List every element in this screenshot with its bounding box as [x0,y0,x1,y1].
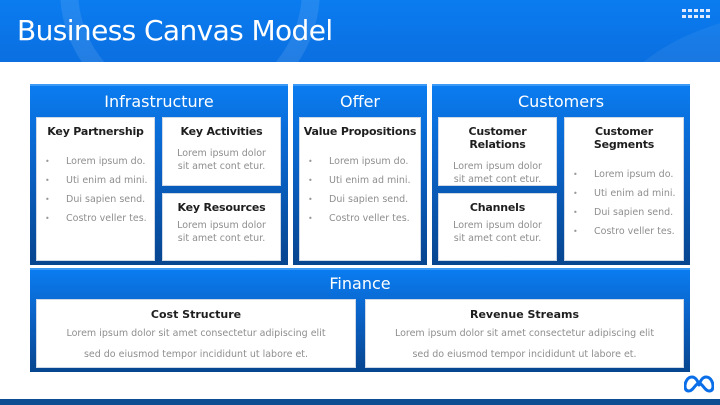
text-line: sit amet cont etur. [453,233,542,244]
cost-structure-card: Cost Structure Lorem ipsum dolor sit ame… [36,299,356,368]
footer-bar [0,399,720,405]
text-line: Lorem ipsum dolor [177,148,266,159]
text-line: sit amet cont etur. [177,161,266,172]
key-activities-card: Key Activities Lorem ipsum dolor sit ame… [162,117,281,186]
key-activities-text: Lorem ipsum dolor sit amet cont etur. [163,147,280,173]
key-activities-title: Key Activities [180,125,263,138]
text-line: sed do eiusmod tempor incididunt ut labo… [412,349,637,360]
key-partnership-list: Lorem ipsum do. Uti enim ad mini. Dui sa… [37,152,154,228]
text-line: sit amet cont etur. [177,233,266,244]
finance-panel: Finance Cost Structure Lorem ipsum dolor… [30,268,690,372]
list-item: Lorem ipsum do. [45,152,154,171]
text-line: Lorem ipsum dolor [453,161,542,172]
customers-title: Customers [517,92,605,111]
customer-segments-title: Customer Segments [593,125,655,151]
meta-infinity-logo-icon [684,375,714,393]
cost-structure-title: Cost Structure [150,308,242,321]
text-line: Lorem ipsum dolor sit amet consectetur a… [394,328,655,339]
decorative-arc [590,12,720,62]
key-partnership-card: Key Partnership Lorem ipsum do. Uti enim… [36,117,155,261]
text-line: Lorem ipsum dolor sit amet consectetur a… [66,328,326,339]
list-item: Costro veller tes. [45,209,154,228]
finance-title: Finance [329,274,391,293]
list-item: Dui sapien send. [308,190,420,209]
text-line: Lorem ipsum dolor [177,220,266,231]
list-item: Costro veller tes. [573,222,683,241]
cost-structure-text: Lorem ipsum dolor sit amet consectetur a… [37,323,355,365]
list-item: Costro veller tes. [308,209,420,228]
header-banner: Business Canvas Model [0,0,720,62]
key-resources-title: Key Resources [177,201,266,214]
list-item: Dui sapien send. [573,203,683,222]
list-item: Dui sapien send. [45,190,154,209]
customer-relations-text: Lorem ipsum dolor sit amet cont etur. [439,160,556,186]
offer-title: Offer [339,92,381,111]
list-item: Uti enim ad mini. [45,171,154,190]
customer-relations-card: Customer Relations Lorem ipsum dolor sit… [438,117,557,186]
infrastructure-panel: Infrastructure Key Partnership Lorem ips… [30,84,288,265]
value-propositions-list: Lorem ipsum do. Uti enim ad mini. Dui sa… [300,152,420,228]
revenue-streams-text: Lorem ipsum dolor sit amet consectetur a… [366,323,683,365]
page-title: Business Canvas Model [17,14,333,47]
text-line: sed do eiusmod tempor incididunt ut labo… [83,349,309,360]
list-item: Lorem ipsum do. [573,165,683,184]
key-resources-text: Lorem ipsum dolor sit amet cont etur. [163,219,280,245]
key-partnership-title: Key Partnership [47,125,144,138]
list-item: Uti enim ad mini. [573,184,683,203]
customer-segments-list: Lorem ipsum do. Uti enim ad mini. Dui sa… [565,165,683,241]
customer-relations-title: Customer Relations [468,125,527,151]
revenue-streams-title: Revenue Streams [469,308,579,321]
value-propositions-title: Value Propositions [303,125,417,138]
text-line: Lorem ipsum dolor [453,220,542,231]
channels-card: Channels Lorem ipsum dolor sit amet cont… [438,193,557,261]
key-resources-card: Key Resources Lorem ipsum dolor sit amet… [162,193,281,261]
channels-title: Channels [469,201,526,214]
customer-segments-card: Customer Segments Lorem ipsum do. Uti en… [564,117,684,261]
channels-text: Lorem ipsum dolor sit amet cont etur. [439,219,556,245]
value-propositions-card: Value Propositions Lorem ipsum do. Uti e… [299,117,421,261]
list-item: Lorem ipsum do. [308,152,420,171]
text-line: sit amet cont etur. [453,174,542,185]
infrastructure-title: Infrastructure [104,92,214,111]
grid-dots-icon [682,9,712,19]
customers-panel: Customers Customer Relations Lorem ipsum… [432,84,690,265]
revenue-streams-card: Revenue Streams Lorem ipsum dolor sit am… [365,299,684,368]
offer-panel: Offer Value Propositions Lorem ipsum do.… [293,84,427,265]
list-item: Uti enim ad mini. [308,171,420,190]
